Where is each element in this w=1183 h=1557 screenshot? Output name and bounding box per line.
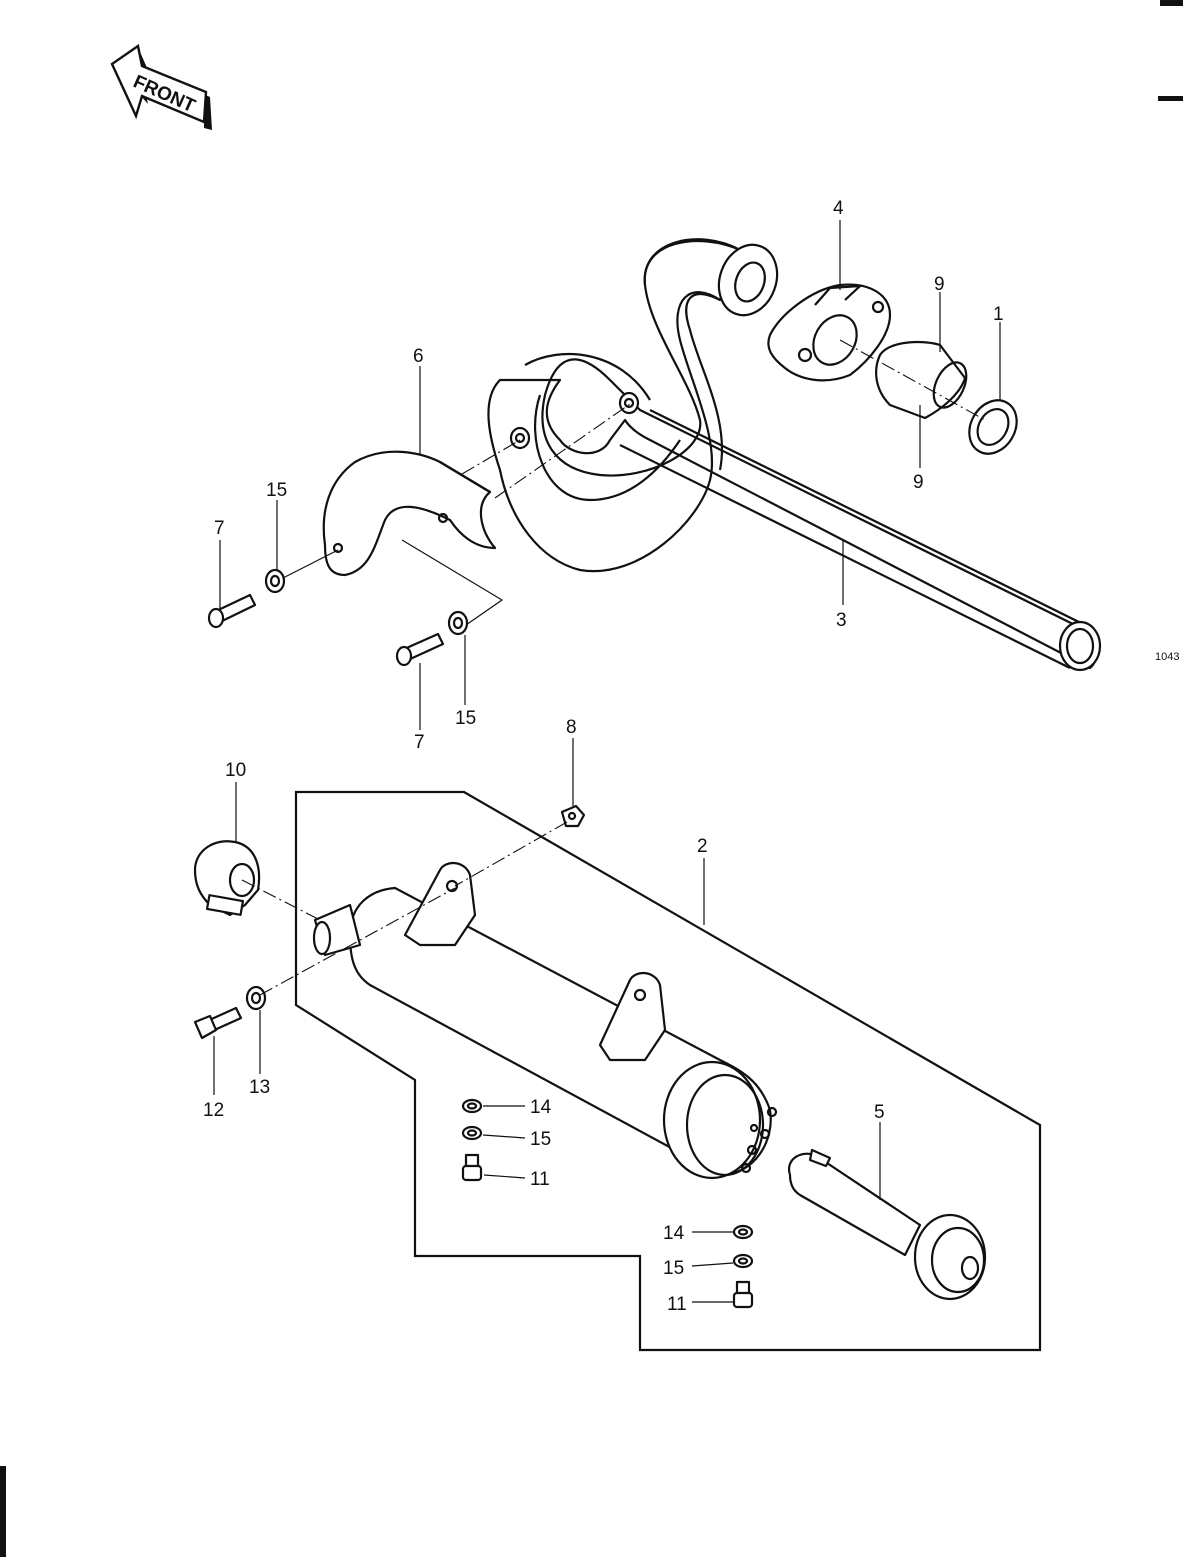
callout-12: 12 xyxy=(203,1100,224,1121)
heat-guard xyxy=(322,450,497,577)
callout-7a: 7 xyxy=(214,518,225,539)
callout-9a: 9 xyxy=(934,274,945,295)
lock-washer-15d xyxy=(732,1253,754,1269)
exhaust-pipe xyxy=(487,238,1102,672)
leader-washer-bracket xyxy=(259,887,456,996)
lock-washer-15b xyxy=(447,610,469,636)
callout-8: 8 xyxy=(566,717,577,738)
lock-washer-15c xyxy=(461,1125,483,1141)
screw-7b xyxy=(395,632,445,667)
edge-mark-bottom-left xyxy=(0,1466,6,1557)
leader-lower-bolt xyxy=(401,539,504,626)
spark-arrester-baffle xyxy=(787,1148,987,1301)
leader-guard-boss xyxy=(461,439,521,475)
screw-11b xyxy=(732,1280,754,1309)
exhaust-clamp xyxy=(193,840,261,917)
exhaust-flange xyxy=(767,283,892,382)
washer-14b xyxy=(732,1224,754,1240)
callout-2: 2 xyxy=(697,836,708,857)
callout-13: 13 xyxy=(249,1077,270,1098)
callout-7b: 7 xyxy=(414,732,425,753)
muffler-kit-outline xyxy=(294,790,1042,1352)
leader-15d xyxy=(691,1262,734,1267)
callout-14a: 14 xyxy=(530,1097,552,1118)
callout-4: 4 xyxy=(833,198,844,219)
exhaust-gasket xyxy=(968,399,1018,455)
screw-7a xyxy=(207,593,257,629)
leader-15c xyxy=(482,1134,526,1139)
callout-15a: 15 xyxy=(266,480,287,501)
edge-mark-mid xyxy=(1158,96,1183,101)
leader-guard-boss-2 xyxy=(494,403,631,499)
screw-11a xyxy=(461,1153,483,1182)
figure-code: 1043 xyxy=(1155,651,1179,663)
washer-13 xyxy=(245,985,267,1011)
edge-mark-top xyxy=(1160,0,1183,6)
callout-14b: 14 xyxy=(663,1223,685,1244)
callout-9b: 9 xyxy=(913,472,924,493)
callout-15b: 15 xyxy=(455,708,476,729)
leader-flange-gasket xyxy=(839,339,986,421)
lock-washer-15a xyxy=(264,568,286,594)
callout-11b: 11 xyxy=(667,1294,687,1315)
nut-8 xyxy=(560,804,586,828)
leader-11a xyxy=(483,1174,526,1179)
callout-15d: 15 xyxy=(663,1258,684,1279)
leader-nut-bracket xyxy=(454,821,568,887)
leader-clamp-muffler xyxy=(241,879,321,921)
callout-15c: 15 xyxy=(530,1129,551,1150)
front-direction-arrow-icon: FRONT xyxy=(110,43,212,130)
leader-upper-washer xyxy=(282,549,339,579)
muffler xyxy=(312,862,778,1180)
callout-11a: 11 xyxy=(530,1169,550,1190)
bolt-12 xyxy=(193,1006,243,1040)
callout-5: 5 xyxy=(874,1102,885,1123)
callout-1: 1 xyxy=(993,304,1004,325)
washer-14a xyxy=(461,1098,483,1114)
callout-10: 10 xyxy=(225,760,246,781)
callout-3: 3 xyxy=(836,610,847,631)
split-collar xyxy=(875,340,968,420)
callout-6: 6 xyxy=(413,346,424,367)
